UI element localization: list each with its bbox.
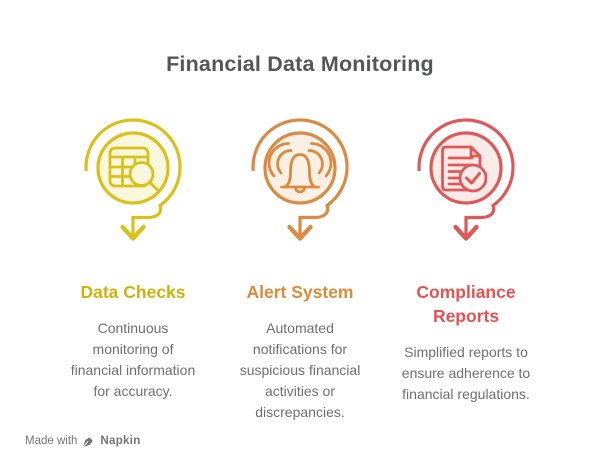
page-title: Financial Data Monitoring <box>166 52 434 76</box>
icon-circle <box>263 131 337 205</box>
circular-arrow-graphic <box>417 118 515 241</box>
table-search-icon <box>108 146 159 191</box>
circular-arrow <box>417 118 515 237</box>
circular-arrow-graphic <box>251 118 349 241</box>
napkin-pen-icon <box>83 436 94 447</box>
alarm-bell-icon <box>267 142 333 194</box>
napkin-brand: Napkin <box>100 435 141 447</box>
column-heading: Alert System <box>246 282 354 302</box>
circular-arrow <box>251 118 349 237</box>
column-heading: Data Checks <box>80 282 186 302</box>
document-check-icon <box>441 145 488 193</box>
down-arrowhead-icon <box>120 224 146 241</box>
down-arrowhead-icon <box>287 224 313 241</box>
down-arrowhead-icon <box>453 224 479 241</box>
circular-arrow <box>84 118 182 237</box>
napkin-credit: Made with Napkin <box>25 433 141 449</box>
circular-arrow-graphic <box>84 118 182 241</box>
made-with-label: Made with <box>25 435 78 447</box>
